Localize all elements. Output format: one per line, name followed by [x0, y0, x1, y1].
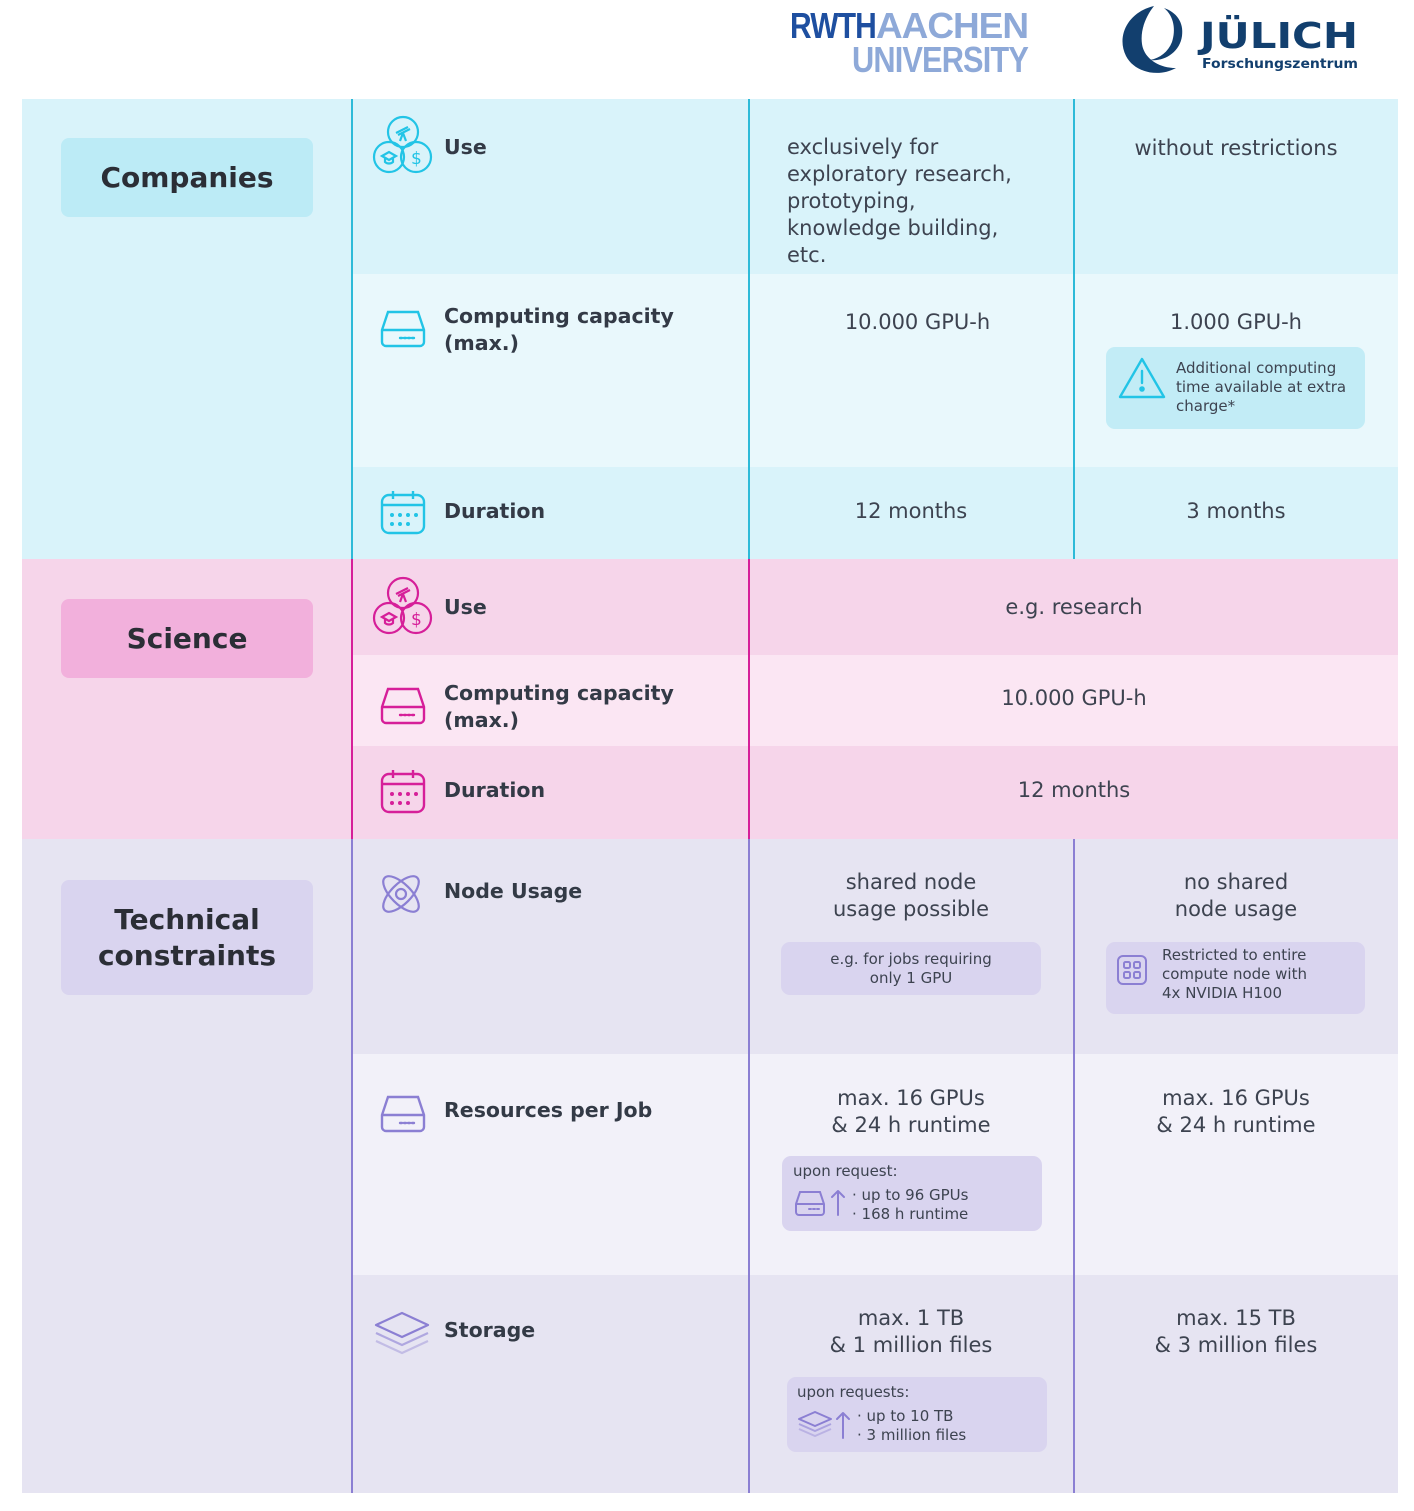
calendar-icon — [379, 488, 427, 540]
juelich-logo: JÜLICH Forschungszentrum — [1114, 2, 1364, 78]
technical-resources-note-title: upon request: — [793, 1162, 898, 1180]
companies-extra-charge-text: Additional computing time available at e… — [1176, 359, 1347, 415]
technical-storage-note-items: · up to 10 TB · 3 million files — [857, 1407, 967, 1444]
companies-duration-rwth: 12 months — [854, 499, 968, 523]
use-icon: $ — [372, 114, 434, 180]
science-capacity-row-bg — [352, 655, 1398, 746]
technical-node-usage-juelich-note: Restricted to entire compute node with 4… — [1106, 942, 1365, 1014]
companies-use-label: Use — [444, 135, 487, 159]
technical-badge: Technical constraints — [61, 880, 313, 995]
rwth-logo-text-light: AACHEN — [876, 8, 1028, 46]
science-badge: Science — [61, 599, 313, 678]
companies-use-rwth: exclusively for exploratory research, pr… — [787, 135, 1012, 267]
technical-node-usage-juelich: no shared node usage — [1174, 870, 1298, 921]
divider — [748, 99, 750, 559]
warning-icon — [1116, 355, 1168, 406]
companies-extra-charge-note: Additional computing time available at e… — [1106, 347, 1365, 429]
use-icon: $ — [372, 575, 434, 641]
juelich-logo-sub: Forschungszentrum — [1202, 56, 1358, 72]
server-icon — [378, 1091, 428, 1139]
divider — [1073, 839, 1075, 1493]
companies-capacity-label: Computing capacity (max.) — [444, 304, 674, 355]
technical-node-usage-label: Node Usage — [444, 879, 583, 903]
technical-resources-juelich: max. 16 GPUs & 24 h runtime — [1156, 1086, 1316, 1137]
layers-up-icon — [797, 1409, 857, 1446]
technical-resources-rwth-note: upon request: · up to 96 GPUs · 168 h ru… — [782, 1156, 1042, 1231]
technical-resources-label: Resources per Job — [444, 1098, 653, 1122]
calendar-icon — [379, 767, 427, 819]
companies-use-juelich: without restrictions — [1134, 136, 1338, 160]
technical-storage-label: Storage — [444, 1318, 536, 1342]
rwth-aachen-logo: RWTH AACHEN UNIVERSITY — [790, 5, 1030, 80]
companies-duration-label: Duration — [444, 499, 546, 523]
technical-storage-rwth-note: upon requests: · up to 10 TB · 3 million… — [787, 1377, 1047, 1452]
technical-node-usage-rwth-note: e.g. for jobs requiring only 1 GPU — [781, 942, 1041, 995]
divider — [351, 839, 353, 1493]
science-use-label: Use — [444, 595, 487, 619]
technical-node-usage-juelich-note-text: Restricted to entire compute node with 4… — [1162, 946, 1307, 1002]
science-capacity-value: 10.000 GPU-h — [1001, 686, 1147, 710]
technical-storage-juelich: max. 15 TB & 3 million files — [1154, 1306, 1318, 1357]
science-duration-label: Duration — [444, 778, 546, 802]
companies-duration-juelich: 3 months — [1186, 499, 1286, 523]
technical-resources-note-items: · up to 96 GPUs · 168 h runtime — [852, 1186, 969, 1223]
technical-node-usage-rwth-note-text: e.g. for jobs requiring only 1 GPU — [830, 950, 992, 987]
divider — [351, 99, 353, 559]
companies-capacity-rwth: 10.000 GPU-h — [844, 310, 991, 334]
technical-node-usage-rwth: shared node usage possible — [832, 870, 990, 921]
companies-title: Companies — [100, 160, 274, 194]
rwth-logo-text-bold: RWTH — [790, 8, 876, 46]
technical-storage-note-title: upon requests: — [797, 1383, 910, 1401]
juelich-logo-name: JÜLICH — [1197, 15, 1358, 57]
server-icon — [378, 683, 428, 731]
science-title: Science — [126, 621, 248, 655]
divider — [1073, 99, 1075, 559]
divider — [351, 559, 353, 839]
technical-storage-rwth: max. 1 TB & 1 million files — [829, 1306, 993, 1357]
companies-capacity-juelich: 1.000 GPU-h — [1170, 310, 1302, 334]
divider — [748, 559, 750, 839]
layers-icon — [373, 1309, 431, 1367]
server-up-icon — [794, 1188, 850, 1223]
grid-icon — [1116, 954, 1148, 991]
science-duration-value: 12 months — [1017, 778, 1131, 802]
science-use-value: e.g. research — [1005, 595, 1143, 619]
svg-text:$: $ — [411, 149, 422, 169]
science-capacity-label: Computing capacity (max.) — [444, 681, 674, 732]
server-icon — [378, 306, 428, 354]
rwth-logo-text-university: UNIVERSITY — [852, 39, 1029, 76]
technical-title: Technical constraints — [97, 902, 277, 972]
divider — [748, 839, 750, 1493]
svg-text:$: $ — [411, 610, 422, 630]
companies-badge: Companies — [61, 138, 313, 217]
technical-resources-rwth: max. 16 GPUs & 24 h runtime — [831, 1086, 991, 1137]
atom-icon — [375, 868, 427, 924]
